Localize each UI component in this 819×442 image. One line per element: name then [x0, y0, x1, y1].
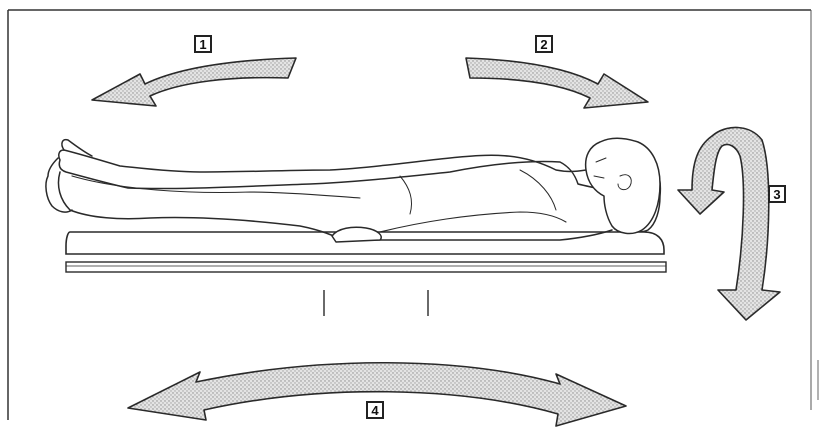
- patient-hand: [332, 227, 381, 242]
- arrow-1-number: 1: [199, 38, 206, 51]
- patient-body: [59, 150, 661, 232]
- arrow-4-label: 4: [366, 401, 384, 419]
- patient-head: [586, 138, 660, 233]
- arrow-2-label: 2: [535, 35, 553, 53]
- arrow-4-number: 4: [371, 404, 378, 417]
- operating-table: [66, 232, 666, 316]
- table-top: [66, 262, 666, 272]
- arrow-1-label: 1: [194, 35, 212, 53]
- supine-patient: [46, 138, 660, 242]
- rotation-arrow-1-left: [92, 58, 296, 106]
- arrow-2-number: 2: [540, 38, 547, 51]
- rotation-arrow-2-right: [466, 58, 648, 108]
- arrow-3-number: 3: [773, 188, 780, 201]
- arrow-3-label: 3: [768, 185, 786, 203]
- rotation-arrow-3-vertical: [678, 127, 780, 320]
- figure-frame: [8, 10, 811, 420]
